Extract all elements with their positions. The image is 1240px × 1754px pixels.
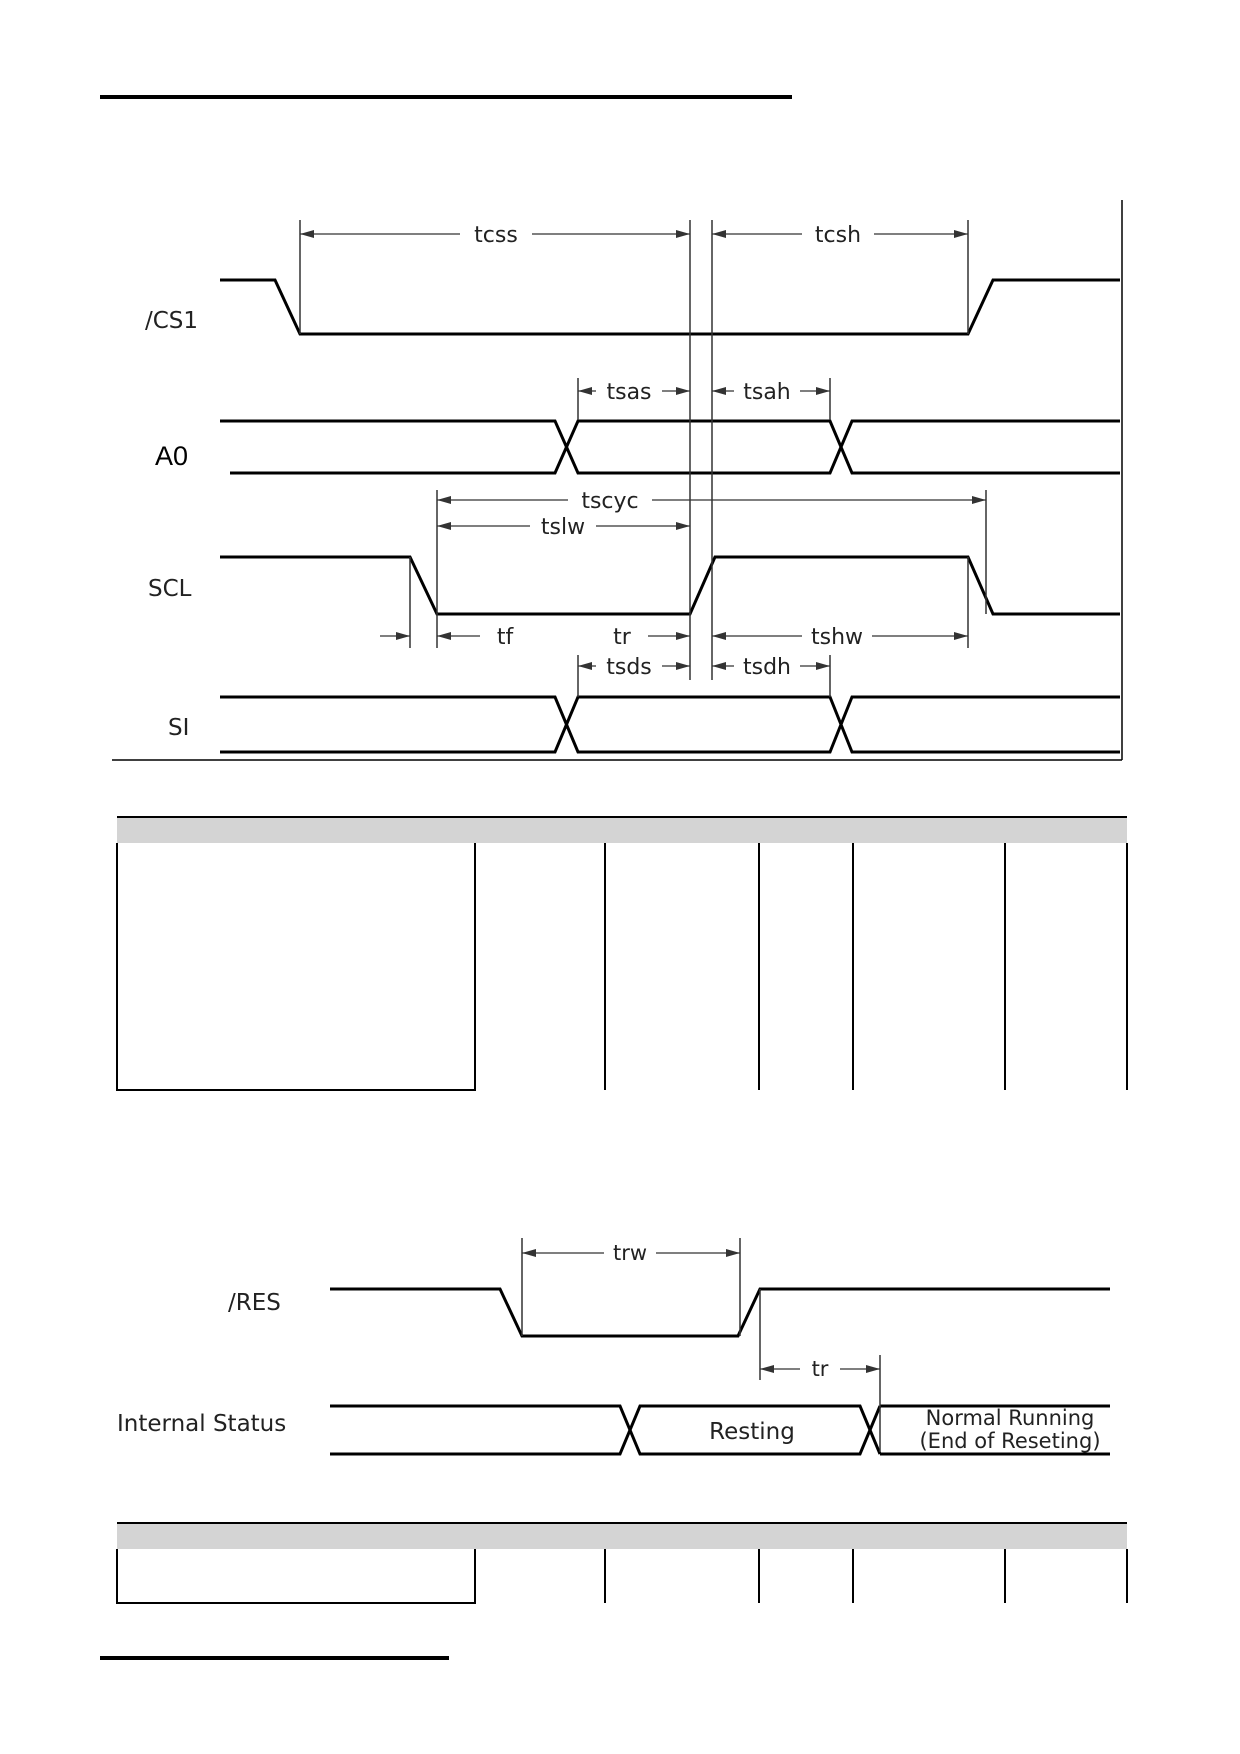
bottom-rule	[100, 1656, 449, 1660]
state-resting: Resting	[709, 1419, 795, 1445]
table-header-cell	[605, 816, 759, 843]
table-row	[116, 843, 1128, 1091]
table-cell	[759, 1549, 854, 1603]
dim-trw: trw	[522, 1241, 740, 1265]
label-tslw: tslw	[541, 515, 585, 540]
table-header-row	[117, 1522, 1127, 1549]
state-normal-running: Normal Running	[926, 1406, 1095, 1430]
signal-label-scl: SCL	[148, 576, 192, 602]
serial-timing-diagram: /CS1 A0 SCL SI tcs	[112, 200, 1123, 761]
dim-tsds: tsds	[578, 654, 690, 680]
table-cell	[604, 1549, 760, 1603]
label-tcss: tcss	[474, 223, 518, 248]
res-waveform	[330, 1287, 1110, 1338]
table-cell	[475, 1549, 605, 1603]
table-header-cell	[853, 1522, 1005, 1549]
cs1-waveform	[220, 278, 1120, 336]
dim-tsah: tsah	[712, 379, 830, 405]
table-header-cell	[117, 816, 475, 843]
label-tsah: tsah	[743, 380, 791, 405]
label-tf: tf	[497, 625, 515, 650]
label-tsds: tsds	[606, 655, 652, 680]
dim-tscyc: tscyc	[437, 488, 986, 514]
dim-tf: tf	[380, 625, 514, 650]
table-cell	[116, 1549, 476, 1604]
label-tsdh: tsdh	[743, 655, 791, 680]
label-tshw: tshw	[811, 625, 863, 650]
reset-timing-diagram: /RES Internal Status trw tr	[117, 1238, 1110, 1456]
state-end-of-reseting: (End of Reseting)	[919, 1429, 1100, 1453]
table-cell	[1005, 1549, 1128, 1603]
label-tr-reset: tr	[812, 1357, 829, 1381]
dim-tslw: tslw	[437, 514, 690, 540]
dim-tsas: tsas	[578, 379, 690, 405]
signal-label-internal-status: Internal Status	[117, 1411, 286, 1437]
table-header-row	[117, 816, 1127, 843]
a0-waveform-lower	[230, 419, 1120, 475]
status-waveform-upper-a	[330, 1404, 882, 1456]
serial-timing-table	[116, 816, 1128, 1091]
signal-label-a0: A0	[155, 441, 188, 471]
table-header-cell	[605, 1522, 759, 1549]
scl-waveform	[220, 555, 1120, 616]
top-rule	[100, 95, 792, 99]
table-cell	[604, 843, 760, 1090]
table-header-cell	[117, 1522, 475, 1549]
label-tscyc: tscyc	[581, 489, 638, 514]
signal-label-si: SI	[168, 715, 189, 741]
dim-tr: tr	[613, 625, 690, 650]
reset-timing-table	[116, 1522, 1128, 1604]
table-cell	[853, 843, 1006, 1090]
table-cell	[475, 843, 605, 1090]
label-tr: tr	[613, 625, 632, 650]
label-trw: trw	[613, 1241, 647, 1265]
si-waveform-lower	[220, 695, 1120, 754]
label-tcsh: tcsh	[815, 223, 861, 248]
label-tsas: tsas	[606, 380, 651, 405]
table-header-cell	[1005, 1522, 1127, 1549]
table-header-cell	[759, 816, 853, 843]
dim-tcsh: tcsh	[712, 222, 968, 248]
dim-tcss: tcss	[300, 222, 690, 248]
status-waveform-lower-a	[330, 1404, 882, 1456]
si-waveform-upper	[220, 695, 1120, 754]
table-cell	[116, 843, 476, 1091]
signal-label-res: /RES	[228, 1290, 281, 1316]
dim-tr-reset: tr	[760, 1357, 880, 1381]
table-row	[116, 1549, 1128, 1604]
table-header-cell	[853, 816, 1005, 843]
dim-tshw: tshw	[712, 624, 968, 650]
signal-label-cs1: /CS1	[145, 308, 198, 334]
table-cell	[853, 1549, 1006, 1603]
table-header-cell	[759, 1522, 853, 1549]
table-header-cell	[475, 1522, 605, 1549]
table-cell	[759, 843, 854, 1090]
table-header-cell	[475, 816, 605, 843]
table-header-cell	[1005, 816, 1127, 843]
table-cell	[1005, 843, 1128, 1090]
a0-waveform-upper	[220, 419, 1120, 475]
dim-tsdh: tsdh	[712, 654, 830, 680]
